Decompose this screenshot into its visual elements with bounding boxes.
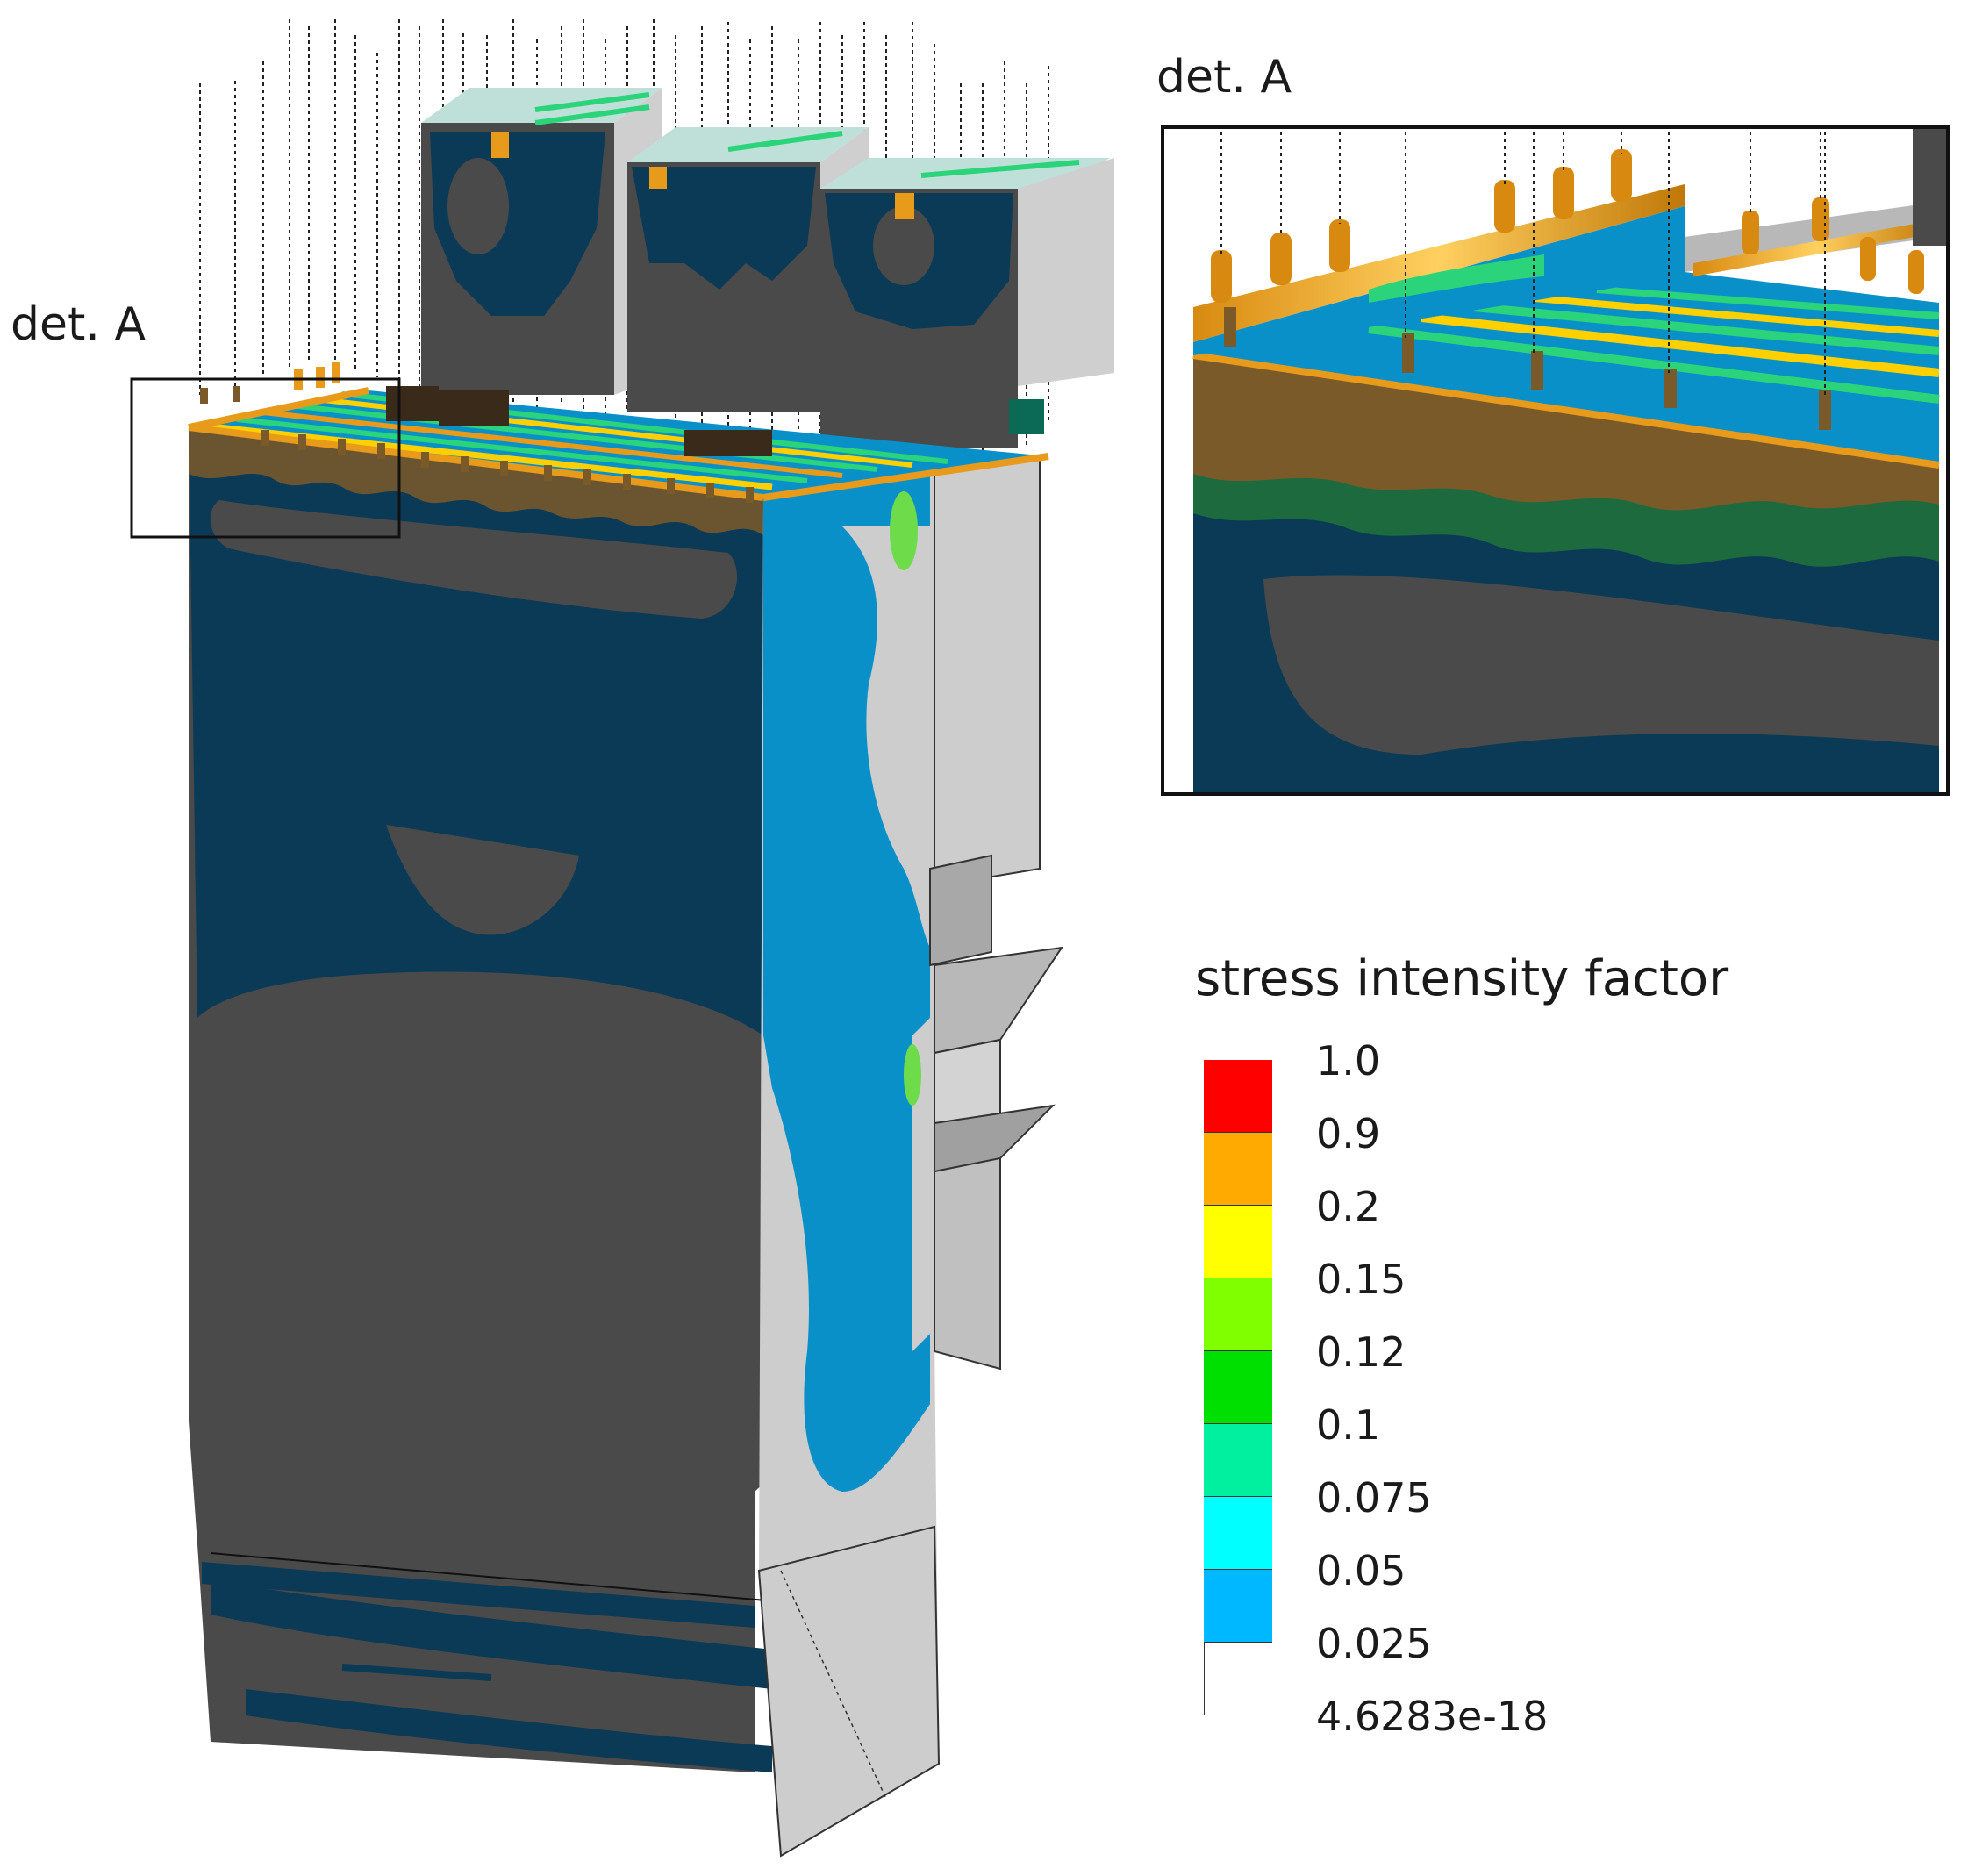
- detail-label-main: det. A: [11, 298, 147, 351]
- detail-label-inset: det. A: [1156, 51, 1292, 104]
- legend-title: stress intensity factor: [1195, 950, 1729, 1007]
- main-body-front: [189, 426, 930, 1772]
- legend-tick-label: 0.05: [1316, 1547, 1406, 1594]
- legend-swatch: [1204, 1424, 1272, 1497]
- side-duct: [929, 455, 1064, 1371]
- legend-swatch: [1204, 1497, 1272, 1570]
- main-body-side: [757, 456, 941, 1858]
- top-lugs: [200, 362, 1044, 503]
- legend-swatch: [1204, 1060, 1272, 1133]
- legend-swatch: [1204, 1643, 1272, 1715]
- legend-tick-label: 0.1: [1316, 1401, 1381, 1449]
- legend-swatch: [1204, 1206, 1272, 1278]
- legend-tick-label: 4.6283e-18: [1316, 1693, 1549, 1740]
- top-box-1: [421, 88, 662, 395]
- legend-swatch: [1204, 1351, 1272, 1424]
- top-box-highlights: [534, 92, 1080, 178]
- legend-tick-label: 0.025: [1316, 1620, 1432, 1667]
- detail-inset: [1161, 125, 1950, 796]
- legend-tick-label: 1.0: [1316, 1037, 1381, 1085]
- legend-tick-label: 0.15: [1316, 1256, 1406, 1303]
- legend-swatch: [1204, 1133, 1272, 1206]
- legend-swatch: [1204, 1278, 1272, 1351]
- legend-tick-label: 0.075: [1316, 1474, 1432, 1522]
- top-box-3: [820, 158, 1114, 448]
- legend-tick-label: 0.2: [1316, 1183, 1381, 1230]
- detail-box-main: [130, 377, 401, 539]
- legend-tick-label: 0.12: [1316, 1328, 1406, 1376]
- legend-tick-label: 0.9: [1316, 1110, 1381, 1157]
- legend-swatch: [1204, 1570, 1272, 1643]
